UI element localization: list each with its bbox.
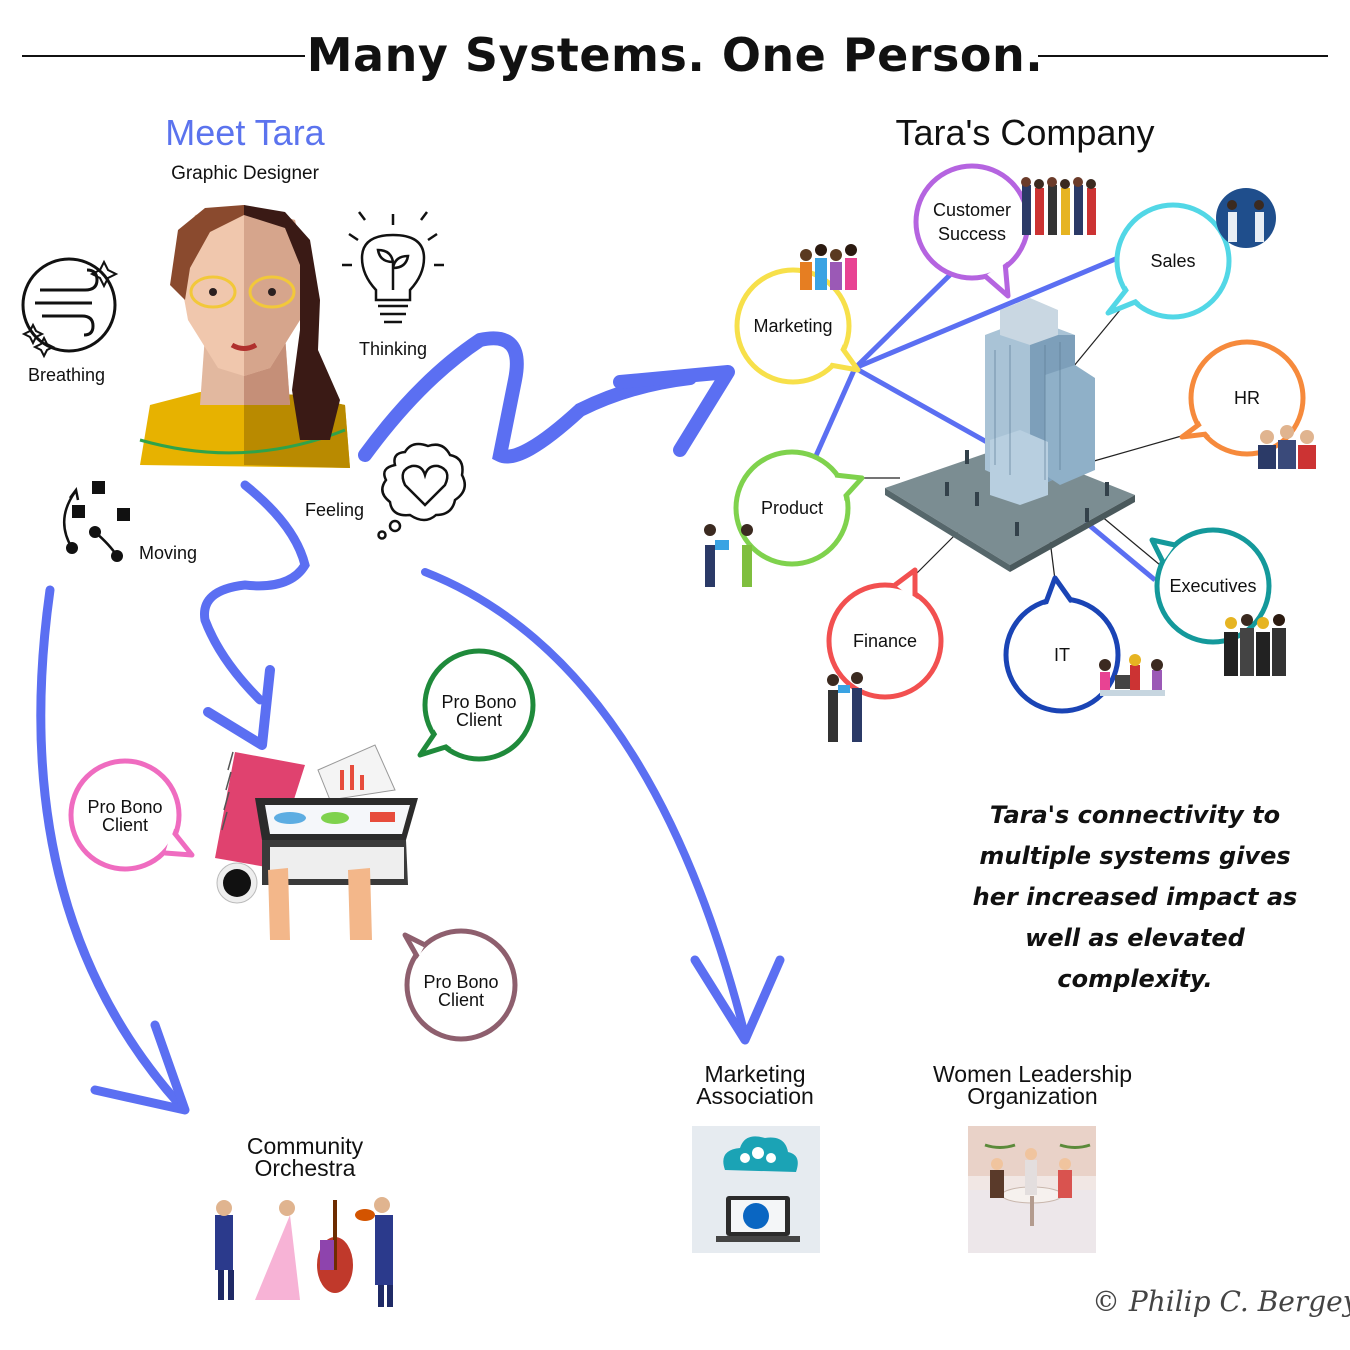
thinking-label: Thinking	[359, 339, 428, 359]
page-title: Many Systems. One Person.	[306, 28, 1044, 82]
bubble-pro-bono-green	[417, 648, 536, 762]
customer-success-label: Customer Success	[932, 200, 1012, 245]
people-marketing	[800, 244, 857, 290]
finance-label: Finance	[852, 631, 918, 651]
moving-label: Moving	[139, 543, 198, 563]
people-it	[1099, 654, 1165, 696]
it-label: IT	[1054, 645, 1070, 665]
department-people	[704, 177, 1316, 742]
sales-label: Sales	[1150, 251, 1196, 271]
women-leadership-image	[968, 1126, 1096, 1253]
laptop-workspace	[215, 744, 418, 940]
pro-bono-bubbles	[68, 648, 536, 1042]
bubble-it	[1003, 575, 1121, 714]
people-sales	[1216, 188, 1276, 248]
pro-bono-client-mauve: Pro Bono Client	[423, 972, 499, 1010]
tara-portrait	[139, 205, 350, 468]
hr-label: HR	[1234, 388, 1260, 408]
bubble-sales	[1105, 202, 1232, 320]
feeling-icon	[377, 442, 467, 540]
bubble-pro-bono-pink	[68, 758, 195, 872]
arrows	[36, 331, 785, 1115]
feeling-label: Feeling	[305, 500, 365, 520]
summary-quote: Tara's connectivity to multiple systems …	[972, 801, 1298, 993]
orchestra-illustration	[215, 1197, 393, 1307]
marketing-association-image	[692, 1126, 820, 1253]
community-orchestra-label: Community Orchestra	[246, 1133, 364, 1181]
breathing-icon	[21, 257, 119, 359]
bubble-marketing	[734, 267, 861, 385]
bubble-customer-success	[913, 163, 1031, 299]
bubble-executives	[1149, 527, 1272, 645]
pro-bono-client-green: Pro Bono Client	[441, 692, 517, 730]
breathing-label: Breathing	[28, 365, 106, 385]
pro-bono-client-pink: Pro Bono Client	[87, 797, 163, 835]
women-leadership-label: Women Leadership Organization	[932, 1061, 1133, 1109]
people-customer-success	[1021, 177, 1096, 235]
people-executives	[1224, 614, 1286, 676]
marketing-association-label: Marketing Association	[696, 1061, 814, 1109]
product-label: Product	[760, 498, 824, 518]
thinking-icon	[342, 211, 444, 324]
marketing-label: Marketing	[753, 316, 833, 336]
moving-icon	[63, 481, 130, 562]
bubble-hr	[1179, 339, 1306, 457]
tara-name: Meet Tara	[165, 112, 325, 153]
bubble-finance	[826, 567, 944, 700]
bubble-product	[733, 449, 865, 567]
company-title: Tara's Company	[895, 112, 1155, 153]
tara-role: Graphic Designer	[171, 163, 319, 184]
people-product	[704, 524, 753, 587]
bubble-pro-bono-mauve	[402, 928, 518, 1042]
department-bubbles	[733, 163, 1306, 714]
people-hr	[1258, 425, 1316, 469]
people-finance	[827, 672, 863, 742]
company-building	[885, 298, 1135, 572]
executives-label: Executives	[1169, 576, 1257, 596]
copyright: © Philip C. Bergey	[1092, 1285, 1350, 1318]
